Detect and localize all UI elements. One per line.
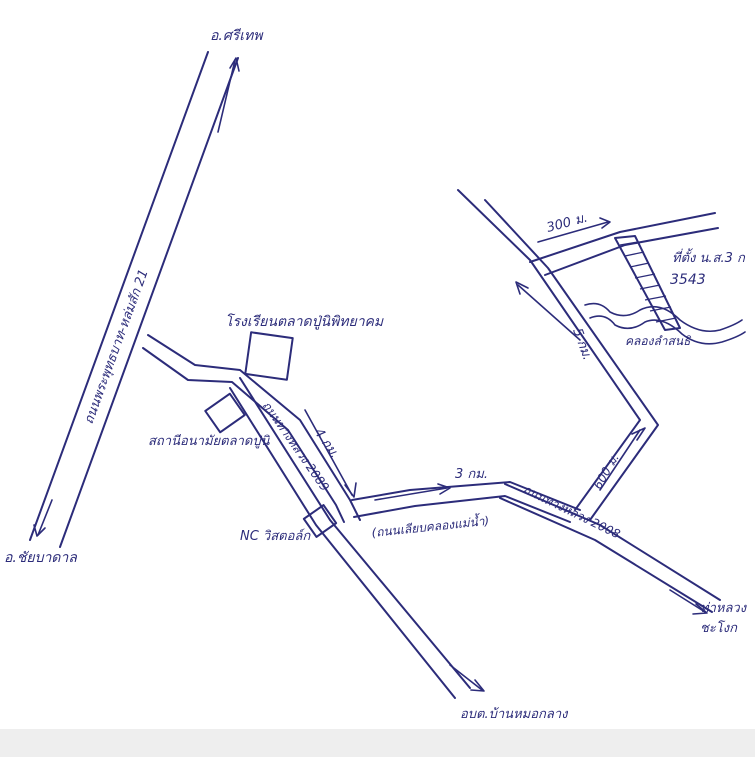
label-plot-number: 3543 xyxy=(670,272,706,288)
label-canal: คลองลำสนธิ xyxy=(625,334,691,348)
label-dist-3km: 3 กม. xyxy=(455,467,488,482)
label-to-rai: ชะโงก xyxy=(700,620,738,636)
canal xyxy=(584,302,746,345)
label-school: โรงเรียนตลาดปู่นิพิทยาคม xyxy=(225,313,384,330)
label-dist-600m: 600 ม. xyxy=(590,451,621,491)
label-nc-station: NC วิสตอล์ก xyxy=(240,528,311,544)
label-road-note: (ถนนเลียบคลองแม่น้ำ) xyxy=(371,512,490,540)
nc-station-building xyxy=(302,504,338,538)
school-building xyxy=(244,331,294,381)
branch-road-school xyxy=(142,334,361,523)
label-south-destination: อ.ชัยบาดาล xyxy=(4,550,78,566)
scan-bottom-edge xyxy=(0,729,755,757)
label-highway-21: ถนนพระพุทธบาท-หล่มสัก 21 xyxy=(82,267,152,426)
land-plot xyxy=(614,235,681,331)
road-east-3km xyxy=(351,481,581,523)
label-health-center: สถานีอนามัยตลาดปู่นิ xyxy=(148,433,271,449)
road-2008 xyxy=(499,483,721,615)
label-road-2008: ถนนทางหลวง 2008 xyxy=(521,482,623,541)
road-to-plot xyxy=(457,189,659,521)
label-to-tha-luang: ท่าหลวง xyxy=(700,601,748,616)
label-to-ban-mo: อบต.บ้านหมอกลาง xyxy=(460,707,569,722)
label-plot: ที่ตั้ง น.ส.3 ก xyxy=(672,248,746,266)
label-dist-300m: 300 ม. xyxy=(545,211,589,236)
highway-21 xyxy=(29,51,240,548)
road-2089-south xyxy=(229,377,485,699)
side-road-300m xyxy=(529,212,719,276)
label-north-destination: อ.ศรีเทพ xyxy=(210,28,264,44)
label-dist-5km: 5 กม. xyxy=(569,326,594,362)
health-center-building xyxy=(204,392,246,434)
